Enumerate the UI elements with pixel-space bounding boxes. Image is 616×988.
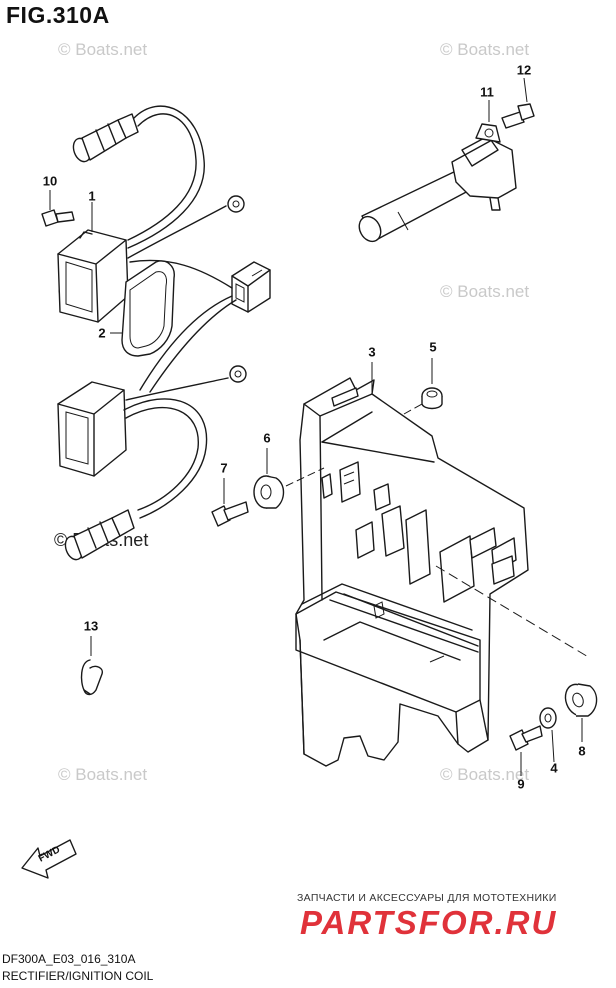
rectifier-holder <box>295 377 529 767</box>
callout-8: 8 <box>578 743 586 759</box>
figure-title: FIG.310A <box>6 2 110 28</box>
callout-4: 4 <box>550 760 558 776</box>
harness-center <box>149 299 237 393</box>
grommet-5 <box>421 358 443 410</box>
harness-lower <box>125 406 199 511</box>
bolt-7 <box>211 478 249 527</box>
fwd-arrow-icon <box>21 839 77 879</box>
harness-center <box>139 295 233 391</box>
rectifier-lower <box>57 381 127 477</box>
dash-leader <box>403 403 423 415</box>
brand-logo: PARTSFOR.RU <box>300 904 558 941</box>
grommet-6 <box>253 448 285 509</box>
figure-code: DF300A_E03_016_310A <box>2 952 136 966</box>
clip-13 <box>80 636 103 696</box>
harness-lower <box>123 398 208 519</box>
ignition-coil <box>358 100 517 243</box>
harness-upper <box>127 113 197 241</box>
connector-center <box>231 261 271 313</box>
watermark: © Boats.net <box>440 40 530 59</box>
ground-wire <box>125 377 229 401</box>
watermark: © Boats.net <box>58 765 148 784</box>
connector-upper-left <box>72 113 139 163</box>
callout-7: 7 <box>220 460 228 476</box>
watermark: © Boats.net <box>58 40 148 59</box>
callout-13: 13 <box>83 618 99 634</box>
gasket <box>121 260 175 357</box>
washer-4 <box>539 707 557 763</box>
callout-10: 10 <box>42 173 58 189</box>
callout-6: 6 <box>263 430 271 446</box>
ground-terminal <box>229 365 247 383</box>
harness-center <box>129 259 233 289</box>
callout-12: 12 <box>516 62 532 78</box>
figure-name: RECTIFIER/IGNITION COIL <box>2 969 154 983</box>
dash-leader <box>285 467 325 487</box>
watermark: © Boats.net <box>440 282 530 301</box>
callout-5: 5 <box>429 339 437 355</box>
ground-wire <box>127 205 227 259</box>
grommet-8 <box>564 683 598 742</box>
callout-1: 1 <box>88 188 96 204</box>
ground-terminal <box>227 195 245 213</box>
bolt-9 <box>509 725 543 776</box>
callout-2: 2 <box>98 325 106 341</box>
callout-11: 11 <box>480 84 494 100</box>
watermark: © Boats.net <box>440 765 530 784</box>
bolt-10 <box>41 190 75 227</box>
callout-3: 3 <box>368 344 376 360</box>
brand-tagline: ЗАПЧАСТИ И АКСЕССУАРЫ ДЛЯ МОТОТЕХНИКИ <box>297 892 557 904</box>
connector-lower-left <box>64 509 135 561</box>
harness-upper <box>127 105 205 249</box>
callout-9: 9 <box>517 776 525 792</box>
bolt-12 <box>501 77 535 129</box>
